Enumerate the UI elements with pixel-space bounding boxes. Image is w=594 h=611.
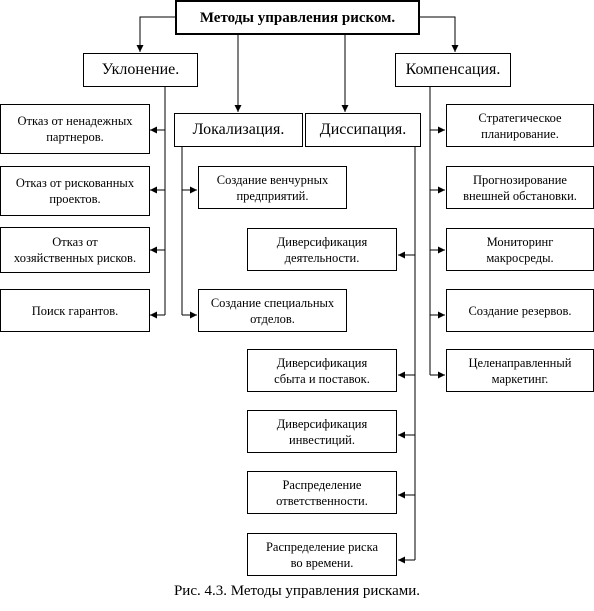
dissipation-item: Диверсификация инвестиций. [247, 410, 397, 453]
root-box: Методы управления риском. [175, 0, 420, 35]
compensation-item: Стратегическое планирование. [446, 104, 594, 147]
root-to-avoidance-arrow [136, 16, 175, 52]
compensation-item: Прогнозирование внешней обстановки. [446, 166, 594, 209]
dissipation-item: Распределение риска во времени. [247, 533, 397, 576]
category-avoidance: Уклонение. [83, 53, 198, 87]
figure-caption: Рис. 4.3. Методы управления рисками. [173, 583, 421, 599]
localization-item: Создание венчурных предприятий. [198, 166, 347, 209]
dissipation-item: Распределение ответственности. [247, 471, 397, 514]
compensation-item: Целенаправленный маркетинг. [446, 349, 594, 392]
avoidance-item: Отказ от рискованных проектов. [0, 166, 150, 216]
dissipation-item: Диверсификация сбыта и поставок. [247, 349, 397, 392]
root-to-compensation-arrow [420, 16, 459, 52]
category-localization: Локализация. [174, 113, 303, 147]
compensation-item: Мониторинг макросреды. [446, 228, 594, 271]
compensation-item: Создание резервов. [446, 289, 594, 332]
localization-item: Создание специальных отделов. [198, 289, 347, 332]
category-compensation: Компенсация. [395, 53, 511, 87]
dissipation-item: Диверсификация деятельности. [247, 228, 397, 271]
category-dissipation: Диссипация. [305, 113, 421, 147]
avoidance-item: Поиск гарантов. [0, 289, 150, 332]
avoidance-item: Отказ от ненадежных партнеров. [0, 104, 150, 154]
avoidance-item: Отказ от хозяйственных рисков. [0, 227, 150, 273]
